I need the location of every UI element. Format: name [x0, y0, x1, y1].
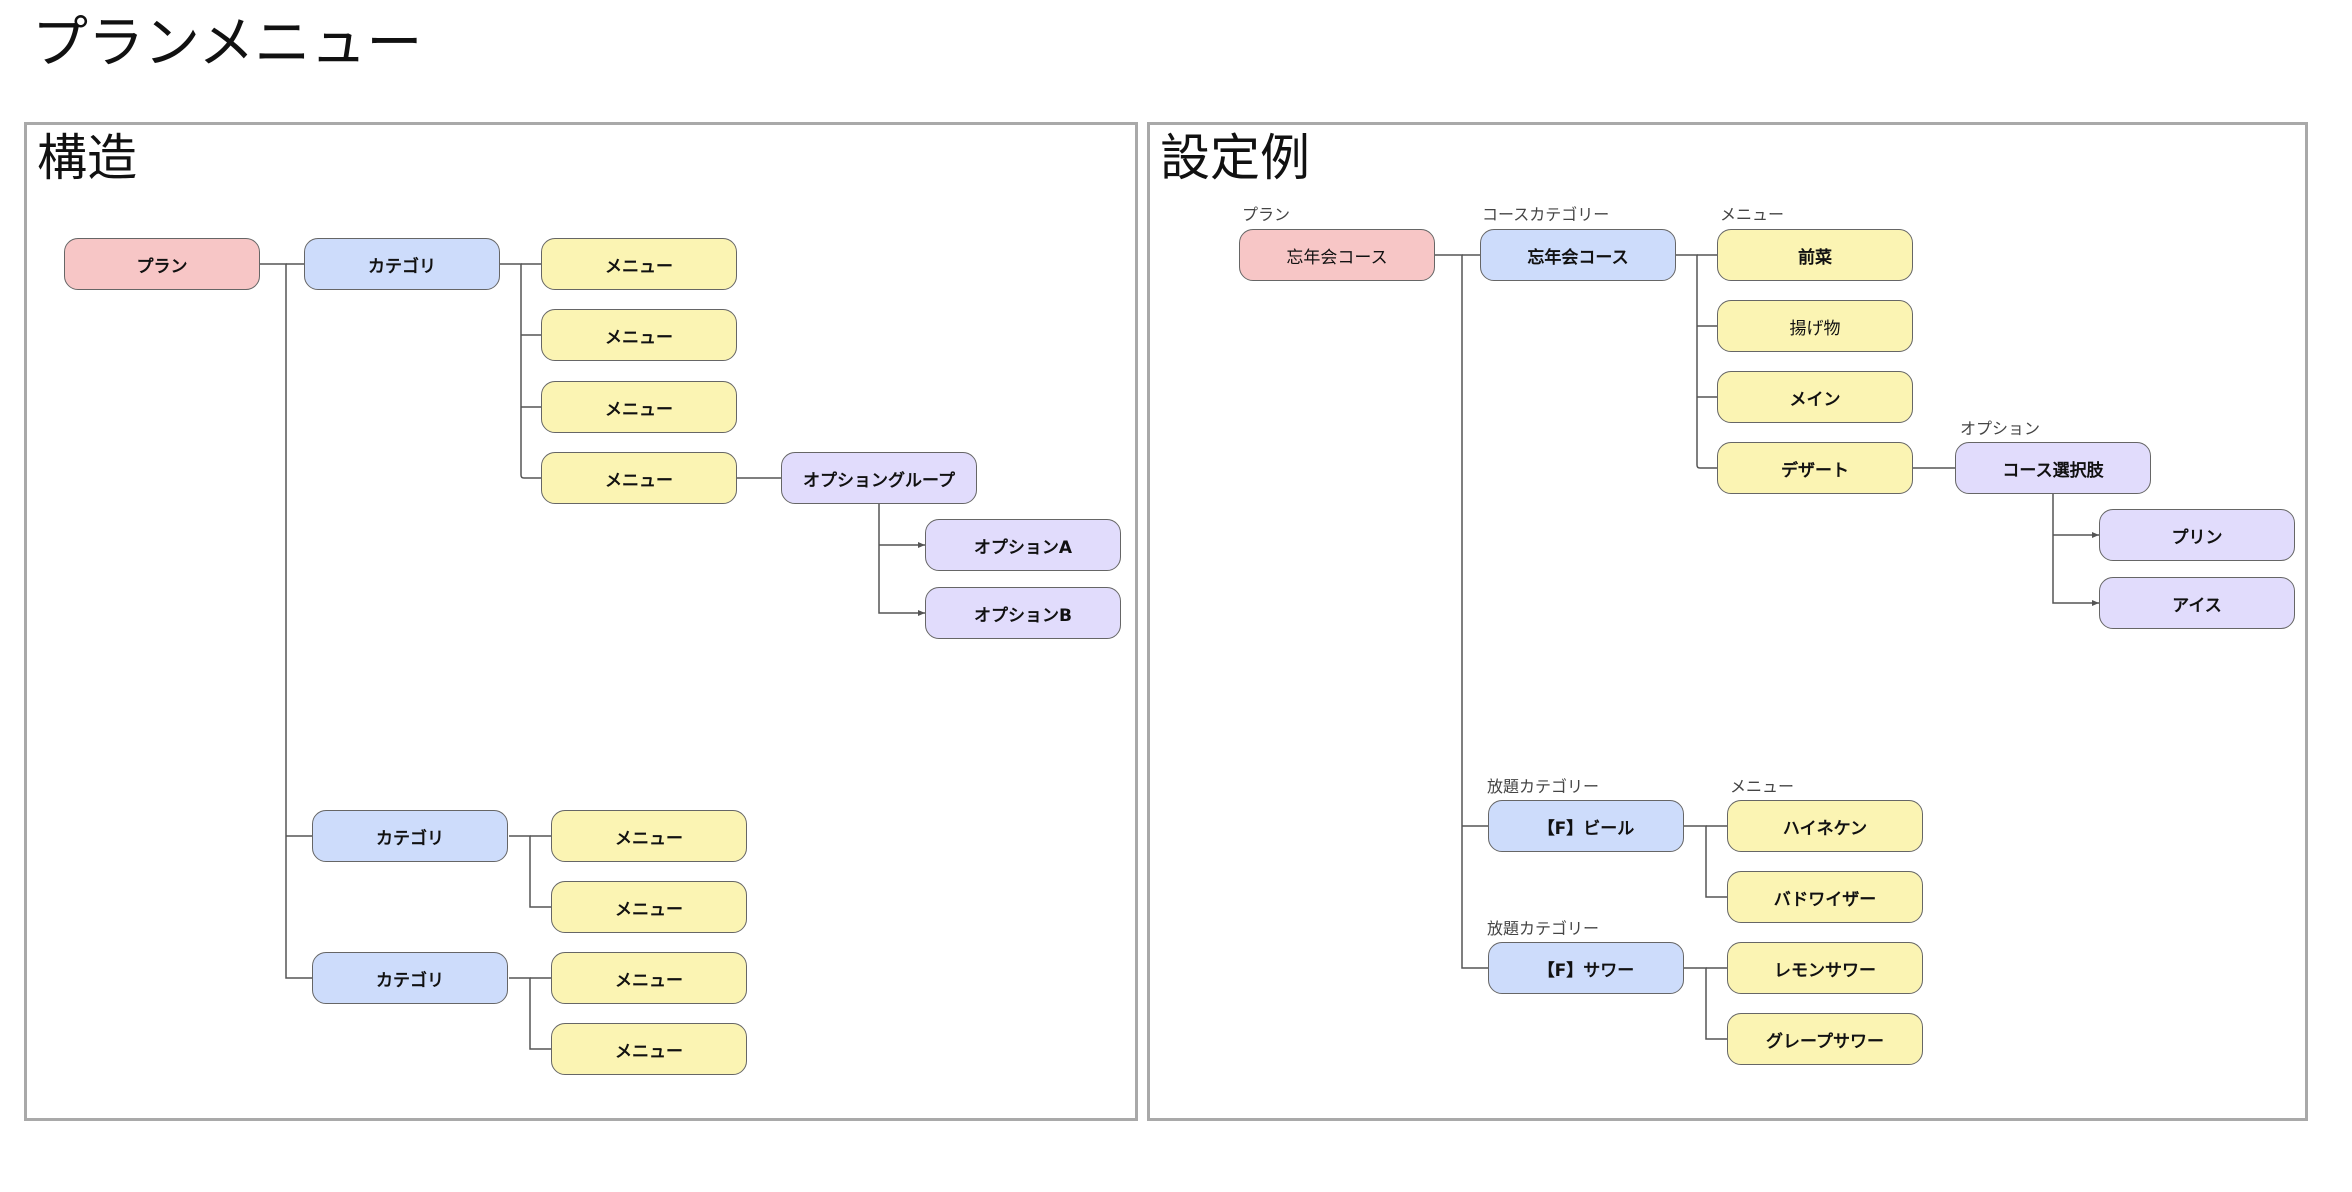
menu-node: 前菜 [1717, 229, 1913, 281]
menu-caption: メニュー [1730, 777, 1795, 796]
plan-node: 忘年会コース [1239, 229, 1435, 281]
menu-node: バドワイザー [1727, 871, 1923, 923]
structure-panel-title: 構造 [37, 129, 137, 187]
menu-node: メイン [1717, 371, 1913, 423]
category-node: カテゴリ [312, 952, 508, 1004]
all-you-can-category-caption: 放題カテゴリー [1487, 777, 1600, 796]
menu-node: ハイネケン [1727, 800, 1923, 852]
category-node: カテゴリ [304, 238, 500, 290]
option-group-node: コース選択肢 [1955, 442, 2151, 494]
all-you-can-category-node: 【F】サワー [1488, 942, 1684, 994]
option-caption: オプション [1960, 419, 2041, 438]
plan-node: プラン [64, 238, 260, 290]
structure-connectors [260, 263, 925, 1050]
course-category-caption: コースカテゴリー [1482, 205, 1610, 224]
menu-node: メニュー [551, 810, 747, 862]
menu-node: 揚げ物 [1717, 300, 1913, 352]
structure-panel: 構造 プラン カテゴリ メニュー メニュー メニュー メニュー オプショングル [24, 122, 1138, 1121]
all-you-can-category-caption: 放題カテゴリー [1487, 919, 1600, 938]
menu-node: デザート [1717, 442, 1913, 494]
menu-node: メニュー [541, 309, 737, 361]
menu-node: メニュー [541, 381, 737, 433]
option-node: オプションA [925, 519, 1121, 571]
option-node: プリン [2099, 509, 2295, 561]
menu-node: メニュー [541, 452, 737, 504]
menu-node: メニュー [551, 1023, 747, 1075]
option-node: アイス [2099, 577, 2295, 629]
example-panel-title: 設定例 [1160, 129, 1310, 187]
menu-node: グレープサワー [1727, 1013, 1923, 1065]
menu-caption: メニュー [1720, 205, 1785, 224]
menu-node: メニュー [551, 881, 747, 933]
plan-caption: プラン [1242, 205, 1291, 224]
category-node: カテゴリ [312, 810, 508, 862]
menu-node: メニュー [541, 238, 737, 290]
menu-node: メニュー [551, 952, 747, 1004]
example-panel: 設定例 プラン コースカテゴリー メニュー オプション 放題カテゴリー メニュー [1147, 122, 2308, 1121]
option-group-node: オプショングループ [781, 452, 977, 504]
all-you-can-category-node: 【F】ビール [1488, 800, 1684, 852]
page-title: プランメニュー [32, 11, 423, 76]
example-connectors [1435, 254, 2099, 1040]
course-category-node: 忘年会コース [1480, 229, 1676, 281]
menu-node: レモンサワー [1727, 942, 1923, 994]
option-node: オプションB [925, 587, 1121, 639]
